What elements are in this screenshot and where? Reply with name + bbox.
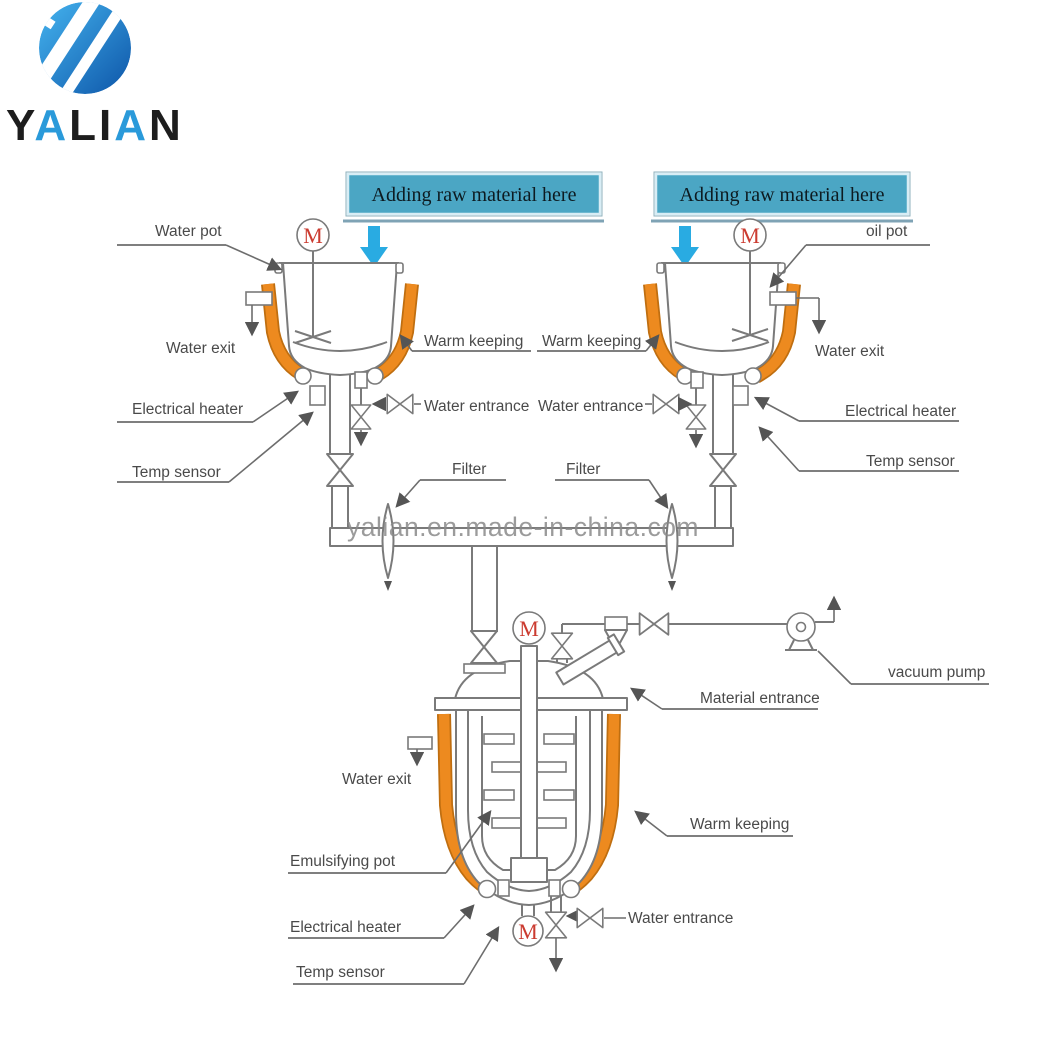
label-electrical-heater-bottom: Electrical heater [288, 904, 475, 939]
motor-label: M [519, 616, 539, 641]
banner-right: Adding raw material here [651, 171, 913, 267]
valve-icon [638, 612, 670, 636]
label-water-entrance-right: Water entrance [538, 398, 643, 415]
svg-text:Electrical heater: Electrical heater [132, 401, 243, 418]
valve-icon [544, 911, 568, 939]
svg-text:Filter: Filter [452, 461, 486, 478]
label-oil-pot: oil pot [769, 223, 930, 288]
heater-icon [294, 367, 312, 385]
logo-wordmark: YALIAN [6, 101, 184, 150]
svg-text:Electrical heater: Electrical heater [845, 403, 956, 420]
motor-emulsifier-top: M [512, 611, 546, 645]
label-filter-left: Filter [395, 461, 506, 508]
label-material-entrance: Material entrance [630, 687, 820, 710]
valve-icon [576, 907, 604, 929]
label-water-entrance-left: Water entrance [424, 398, 529, 415]
valve-icon [326, 453, 354, 487]
water-pot-assembly: M [244, 218, 421, 530]
label-filter-right: Filter [555, 461, 669, 509]
heater-icon [366, 367, 384, 385]
svg-text:oil pot: oil pot [866, 223, 908, 240]
svg-text:vacuum pump: vacuum pump [888, 664, 985, 681]
label-warm-keeping-left: Warm keeping [399, 333, 531, 352]
label-water-exit-left: Water exit [166, 340, 236, 357]
banner-right-text: Adding raw material here [680, 184, 885, 206]
down-arrow-icon [671, 226, 699, 267]
vacuum-pump-icon [785, 612, 817, 651]
label-water-exit-right: Water exit [815, 343, 885, 360]
svg-text:Filter: Filter [566, 461, 600, 478]
banner-left: Adding raw material here [343, 171, 604, 267]
oil-pot-assembly: M [643, 218, 827, 530]
svg-text:Temp sensor: Temp sensor [132, 464, 221, 481]
label-water-exit-bottom: Water exit [342, 771, 412, 788]
banner-left-text: Adding raw material here [372, 184, 577, 206]
label-water-pot: Water pot [117, 223, 283, 271]
svg-text:Water entrance: Water entrance [628, 910, 733, 927]
watermark: yalian.en.made-in-china.com [347, 512, 699, 542]
heater-icon [744, 367, 762, 385]
heater-icon [561, 879, 581, 899]
emulsifying-pot-assembly: M M [407, 595, 842, 973]
motor-oil-pot: M [733, 218, 767, 252]
svg-text:Water exit: Water exit [342, 771, 412, 788]
svg-text:Warm keeping: Warm keeping [542, 333, 641, 350]
label-water-entrance-bottom: Water entrance [628, 910, 733, 927]
motor-label: M [303, 223, 323, 248]
label-electrical-heater-left: Electrical heater [117, 390, 299, 423]
svg-text:Water entrance: Water entrance [424, 398, 529, 415]
svg-text:Warm keeping: Warm keeping [690, 816, 789, 833]
label-vacuum-pump: vacuum pump [817, 650, 989, 685]
motor-label: M [518, 919, 538, 944]
valve-icon [386, 393, 414, 415]
svg-text:Water pot: Water pot [155, 223, 222, 240]
svg-text:Electrical heater: Electrical heater [290, 919, 401, 936]
svg-text:Temp sensor: Temp sensor [866, 453, 955, 470]
svg-text:Warm keeping: Warm keeping [424, 333, 523, 350]
label-temp-sensor-right: Temp sensor [758, 426, 959, 472]
valve-icon [685, 404, 707, 430]
temp-sensor-pocket [309, 385, 326, 406]
svg-text:Material entrance: Material entrance [700, 690, 820, 707]
valve-icon [652, 393, 680, 415]
brand-logo: YALIAN [6, 2, 184, 150]
motor-label: M [740, 223, 760, 248]
valve-icon [709, 453, 737, 487]
material-entrance-nozzle [555, 633, 626, 686]
label-warm-keeping-bottom: Warm keeping [634, 810, 793, 837]
svg-text:Emulsifying pot: Emulsifying pot [290, 853, 396, 870]
svg-text:Temp sensor: Temp sensor [296, 964, 385, 981]
label-electrical-heater-right: Electrical heater [753, 396, 959, 422]
heater-icon [477, 879, 497, 899]
valve-icon [350, 404, 372, 430]
labels: Water pot Water exit Electrical heater T… [117, 223, 989, 985]
label-temp-sensor-bottom: Temp sensor [293, 925, 500, 985]
svg-text:Water entrance: Water entrance [538, 398, 643, 415]
down-arrow-icon [360, 226, 388, 267]
label-temp-sensor-left: Temp sensor [117, 411, 314, 483]
valve-icon [550, 632, 574, 660]
temp-sensor-pocket [732, 385, 749, 406]
motor-emulsifier-bottom: M [512, 915, 544, 947]
motor-water-pot: M [296, 218, 330, 252]
valve-icon [470, 630, 498, 664]
label-warm-keeping-right: Warm keeping [537, 333, 660, 352]
agitator-shaft [520, 645, 538, 869]
transfer-header [329, 503, 734, 672]
svg-text:Water exit: Water exit [166, 340, 236, 357]
svg-text:Water exit: Water exit [815, 343, 885, 360]
label-emulsifying-pot: Emulsifying pot [288, 810, 492, 874]
